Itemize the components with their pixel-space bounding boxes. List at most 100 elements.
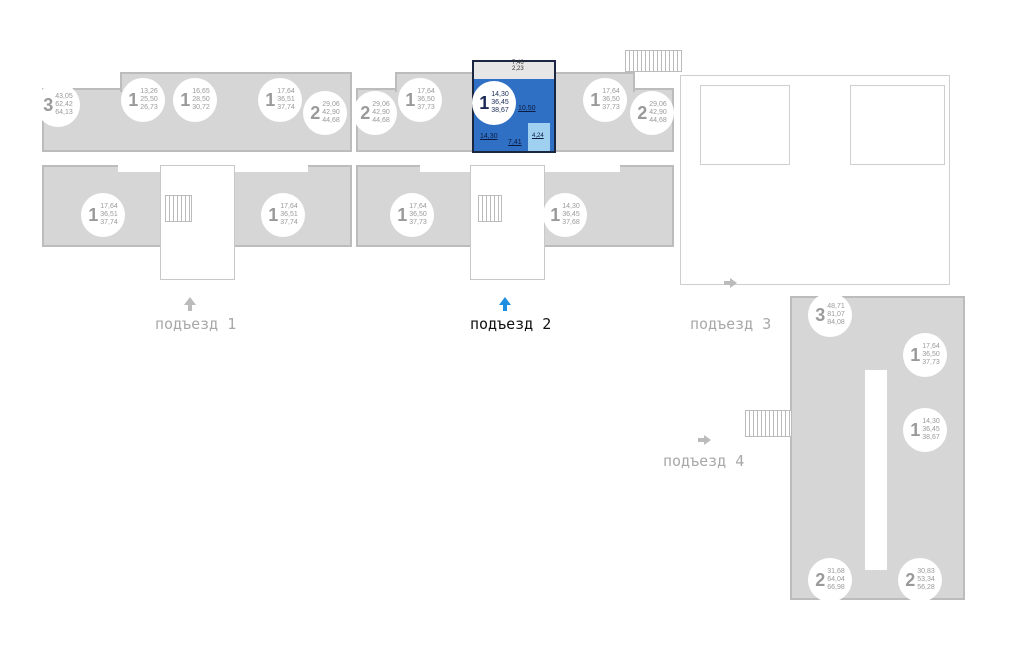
room-count: 1: [590, 89, 601, 110]
living-area: 17,64: [280, 203, 298, 210]
entrance-2-label[interactable]: подъезд 2: [470, 315, 552, 333]
room-count: 1: [265, 89, 276, 110]
living-area: 17,64: [922, 343, 940, 350]
living-area: 30,83: [917, 568, 935, 575]
room-count: 1: [128, 89, 139, 110]
total-area: 42,90: [372, 109, 390, 116]
total-area-with-balcony: 44,68: [322, 117, 340, 124]
total-area-with-balcony: 38,67: [922, 434, 940, 441]
room-count: 2: [905, 569, 916, 590]
entrance-4-arrow-icon: [698, 435, 711, 445]
room-count: 1: [397, 204, 408, 225]
total-area: 36,50: [409, 211, 427, 218]
total-area: 64,04: [827, 576, 845, 583]
total-area-with-balcony: 26,73: [140, 104, 158, 111]
living-area: 13,26: [140, 88, 158, 95]
entrance-3-label[interactable]: подъезд 3: [690, 315, 772, 333]
total-area-with-balcony: 30,72: [192, 104, 210, 111]
living-area: 29,06: [649, 101, 667, 108]
living-area: 17,64: [277, 88, 295, 95]
section-3-room: [850, 85, 945, 165]
total-area-with-balcony: 37,68: [562, 219, 580, 226]
living-area: 29,06: [372, 101, 390, 108]
room-count: 1: [910, 344, 921, 365]
total-area: 25,50: [140, 96, 158, 103]
total-area: 36,51: [100, 211, 118, 218]
total-area: 36,50: [417, 96, 435, 103]
total-area-with-balcony: 37,74: [277, 104, 295, 111]
room-count: 2: [815, 569, 826, 590]
room-count: 1: [405, 89, 416, 110]
room-count: 1: [88, 204, 99, 225]
living-area: 48,71: [827, 303, 845, 310]
living-area: 31,68: [827, 568, 845, 575]
total-area-with-balcony: 37,74: [100, 219, 118, 226]
room-area-hall: 7,41: [508, 139, 522, 146]
entrance-4-label[interactable]: подъезд 4: [663, 452, 745, 470]
section-3-room: [700, 85, 790, 165]
section-3: [680, 75, 950, 285]
total-area-with-balcony: 44,68: [372, 117, 390, 124]
living-area: 16,65: [192, 88, 210, 95]
room-count: 1: [180, 89, 191, 110]
entrance-3-arrow-icon: [724, 278, 737, 288]
total-area: 28,50: [192, 96, 210, 103]
stairs: [478, 195, 502, 222]
total-area: 36,51: [280, 211, 298, 218]
total-area-with-balcony: 44,68: [649, 117, 667, 124]
total-area: 36,45: [491, 99, 509, 106]
terrace: [472, 60, 556, 79]
total-area: 81,07: [827, 311, 845, 318]
total-area-with-balcony: 37,73: [409, 219, 427, 226]
room-count: 1: [910, 419, 921, 440]
stairs: [745, 410, 792, 437]
living-area: 17,64: [409, 203, 427, 210]
room-count: 2: [360, 102, 371, 123]
living-area: 14,30: [491, 91, 509, 98]
living-area: 14,30: [922, 418, 940, 425]
living-area: 17,64: [100, 203, 118, 210]
room-count: 1: [479, 92, 490, 113]
total-area: 53,34: [917, 576, 935, 583]
total-area-with-balcony: 37,74: [280, 219, 298, 226]
section-4-corridor: [865, 370, 887, 570]
total-area: 36,45: [922, 426, 940, 433]
total-area: 42,90: [322, 109, 340, 116]
room-count: 3: [815, 304, 826, 325]
room-count: 3: [43, 94, 54, 115]
stairs: [625, 50, 682, 72]
terrace-area: 7,46 2,23: [512, 60, 524, 72]
room-count: 2: [637, 102, 648, 123]
total-area-with-balcony: 38,67: [491, 107, 509, 114]
room-count: 2: [310, 102, 321, 123]
living-area: 43,05: [55, 93, 73, 100]
total-area-with-balcony: 66,98: [827, 584, 845, 591]
total-area-with-balcony: 37,73: [922, 359, 940, 366]
bathroom: [528, 123, 550, 151]
living-area: 14,30: [562, 203, 580, 210]
living-area: 17,64: [417, 88, 435, 95]
total-area-with-balcony: 37,73: [602, 104, 620, 111]
section-2-stairwell: [470, 165, 545, 280]
living-area: 17,64: [602, 88, 620, 95]
entrance-1-label[interactable]: подъезд 1: [155, 315, 237, 333]
